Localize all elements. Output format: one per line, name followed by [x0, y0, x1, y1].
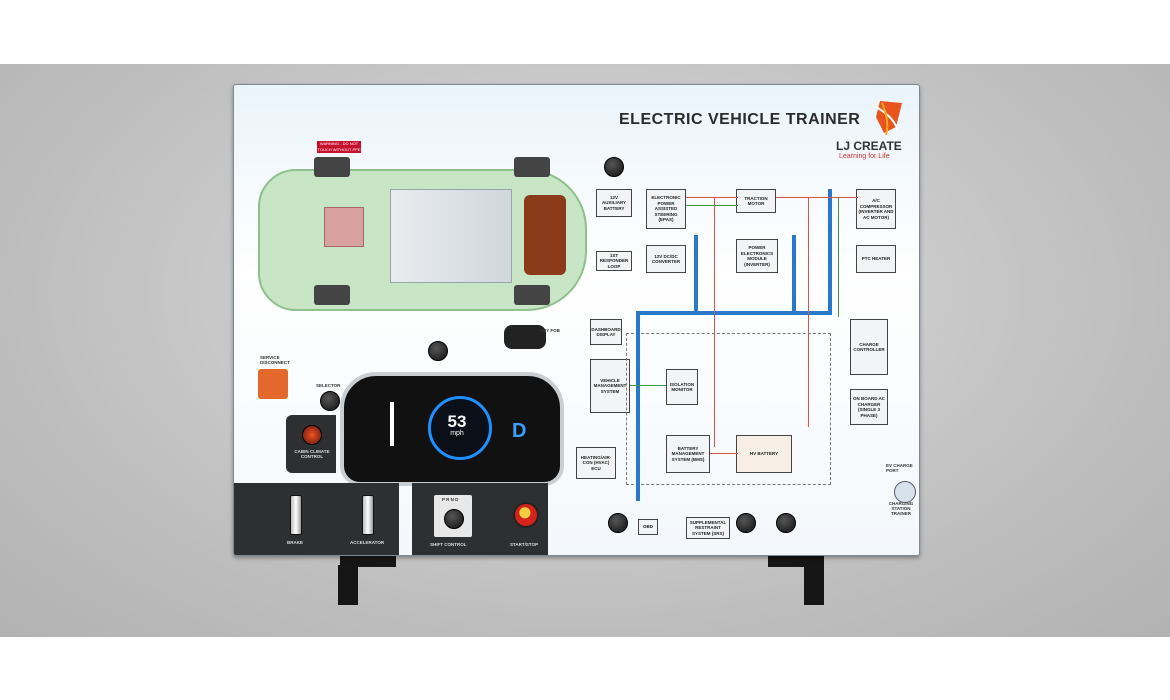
right-stand-foot — [804, 565, 824, 605]
gear-indicator: D — [512, 420, 527, 442]
can-bus-right — [828, 189, 832, 315]
isolation-monitor-block: ISOLATION MONITOR — [666, 369, 698, 405]
left-stand-foot — [338, 565, 358, 605]
battery-pack-diagram — [390, 189, 512, 283]
lv-wire-2 — [838, 197, 839, 317]
dcdc-converter-block: 12V DC/DC CONVERTER — [646, 245, 686, 273]
ev-charge-port[interactable] — [894, 481, 916, 503]
aux-battery-block: 12V AUXILIARY BATTERY — [596, 189, 632, 217]
hvac-block: HEATING/AIR-CON (HVAC) ECU — [576, 447, 616, 479]
brake-label: BRAKE — [287, 540, 304, 545]
front-right-wheel — [314, 285, 350, 305]
shift-letters: P R N D — [442, 497, 459, 502]
speed-unit: mph — [450, 430, 464, 437]
bms-block: BATTERY MANAGEMENT SYSTEM (BMS) — [666, 435, 710, 473]
climate-label: CABIN CLIMATE CONTROL — [294, 449, 330, 459]
ev-charge-port-label: EV CHARGE PORT — [886, 463, 913, 473]
range-bar — [390, 402, 394, 446]
service-disconnect-connector[interactable] — [258, 369, 288, 399]
service-disconnect-label: SERVICE DISCONNECT — [260, 355, 290, 365]
can-bus-mid-right — [792, 235, 796, 315]
accelerator-lever[interactable] — [362, 495, 374, 535]
hv-wire-5 — [710, 453, 738, 454]
brand-tagline: Learning for Life — [839, 153, 890, 160]
start-stop-button[interactable] — [513, 502, 539, 528]
lv-wire-1 — [686, 205, 738, 206]
rear-suspension-diagram — [524, 195, 566, 275]
climate-knob[interactable] — [302, 425, 322, 445]
hv-battery-block: HV BATTERY — [736, 435, 792, 473]
front-left-wheel — [314, 157, 350, 177]
key-fob-label: KEY FOB — [540, 328, 560, 333]
motor-diagram — [324, 207, 364, 247]
charging-station-label: CHARGING STATION TRAINER — [888, 501, 914, 516]
hv-wire-4 — [808, 197, 809, 427]
onboard-charger-block: ON BOARD AC CHARGER (SINGLE 3 PHASE) — [850, 389, 888, 425]
brake-lever[interactable] — [290, 495, 302, 535]
instrument-cluster: 53 mph D — [340, 372, 564, 486]
page-title: ELECTRIC VEHICLE TRAINER — [619, 111, 861, 128]
shift-control-label: SHIFT CONTROL — [430, 542, 467, 547]
selector-label: SELECTOR — [316, 383, 341, 388]
dashboard-display-block: DASHBOARD DISPLAY — [590, 319, 622, 345]
selector-knob[interactable] — [320, 391, 340, 411]
obd-block: OBD — [638, 519, 658, 535]
hv-wire-2 — [776, 197, 858, 198]
right-stand — [768, 553, 824, 567]
srs-block: SUPPLEMENTAL RESTRAINT SYSTEM (SRS) — [686, 517, 730, 539]
ptc-heater-block: PTC HEATER — [856, 245, 896, 273]
key-fob-icon[interactable] — [504, 325, 546, 349]
ambient-temp-knob[interactable] — [608, 513, 628, 533]
battery-voltage-knob[interactable] — [604, 157, 624, 177]
speed-readout: 53 — [447, 412, 467, 431]
start-stop-label: START/STOP — [510, 542, 539, 547]
left-stand — [340, 553, 396, 567]
hv-battery-voltage-knob[interactable] — [776, 513, 796, 533]
hv-battery-current-knob[interactable] — [736, 513, 756, 533]
shift-control-knob[interactable]: P R N D — [434, 495, 472, 537]
rear-right-wheel — [514, 285, 550, 305]
trainer-board: ELECTRIC VEHICLE TRAINER LJ CREATE Learn… — [233, 84, 920, 556]
vms-block: VEHICLE MANAGEMENT SYSTEM — [590, 359, 630, 413]
charge-controller-block: CHARGE CONTROLLER — [850, 319, 888, 375]
rear-left-wheel — [514, 157, 550, 177]
traction-motor-block: TRACTION MOTOR — [736, 189, 776, 213]
power-module-block: POWER ELECTRONICS MODULE (INVERTER) — [736, 239, 778, 273]
can-bus-top — [636, 311, 832, 315]
hv-wire-1 — [686, 197, 738, 198]
ac-compressor-block: A/C COMPRESSOR (INVERTER AND AC MOTOR) — [856, 189, 896, 229]
speed-gauge — [428, 396, 492, 460]
hv-zone-outline — [626, 333, 831, 485]
brand-name: LJ CREATE — [836, 139, 902, 153]
can-bus-left — [636, 311, 640, 501]
first-responder-block: 1ST RESPONDER LOOP — [596, 251, 632, 271]
can-bus-mid-left — [694, 235, 698, 315]
lv-wire-3 — [630, 385, 666, 386]
lj-create-logo-icon — [875, 101, 902, 136]
throttle-knob[interactable] — [428, 341, 448, 361]
shifter-knob[interactable] — [444, 509, 464, 529]
warning-label: WARNING - DO NOT TOUCH WITHOUT PPE — [317, 141, 361, 153]
hv-wire-3 — [714, 197, 715, 447]
accelerator-label: ACCELERATOR — [350, 540, 385, 545]
power-steering-block: ELECTRONIC POWER ASSISTED STEERING (EPAS… — [646, 189, 686, 229]
